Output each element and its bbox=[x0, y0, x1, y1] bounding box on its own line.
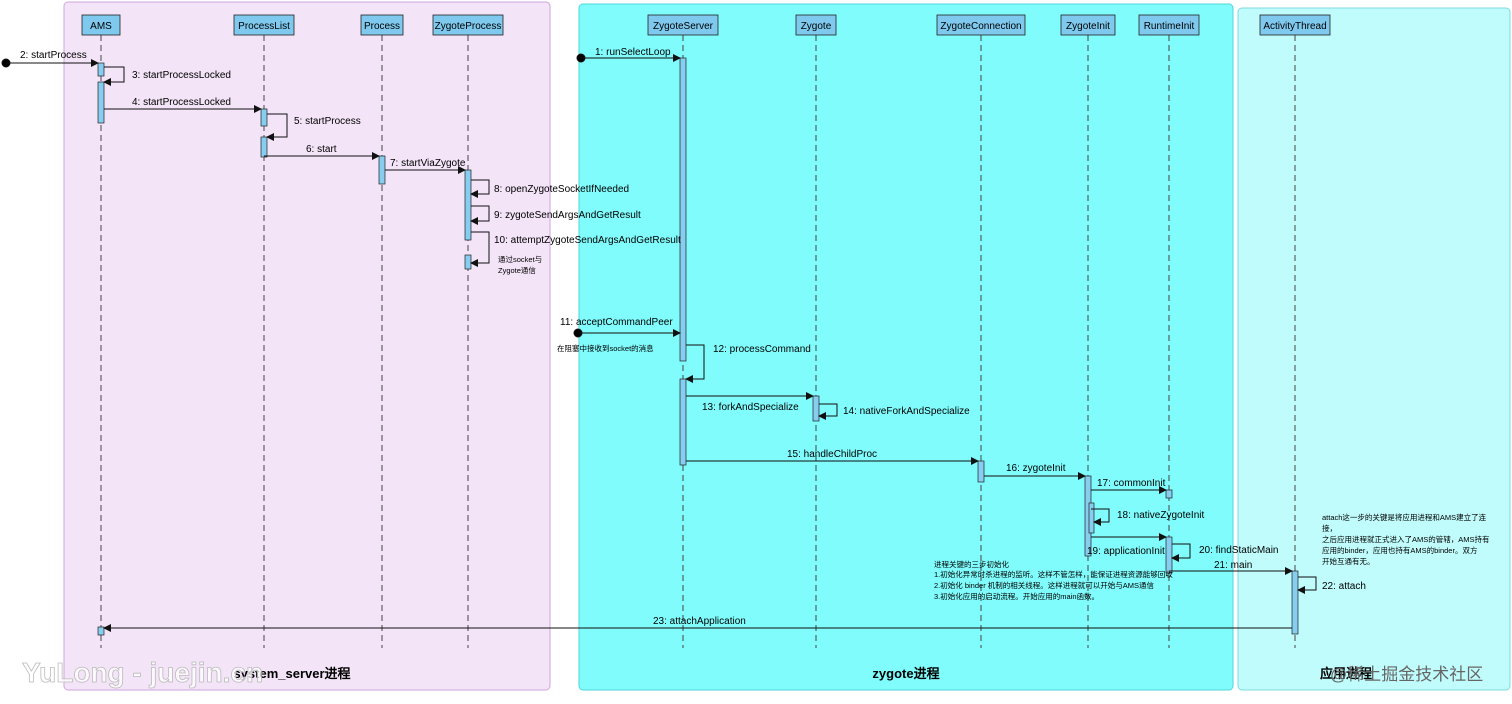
note-socket: 通过socket与 Zygote通信 bbox=[498, 254, 542, 275]
watermark-left: YuLong - juejin.cn bbox=[22, 657, 263, 688]
svg-text:ActivityThread: ActivityThread bbox=[1263, 21, 1326, 32]
svg-text:ZygoteServer: ZygoteServer bbox=[653, 21, 714, 32]
svg-text:3.初始化应用的启动流程。开始应用的main函数。: 3.初始化应用的启动流程。开始应用的main函数。 bbox=[934, 591, 1099, 601]
activation-zygoteprocess-2 bbox=[464, 254, 472, 270]
message-14-label: 14: nativeForkAndSpecialize bbox=[843, 406, 970, 417]
message-5-label: 5: startProcess bbox=[294, 116, 361, 127]
region-label-app: 应用进程 bbox=[1320, 666, 1372, 681]
message-10-label: 10: attemptZygoteSendArgsAndGetResult bbox=[494, 235, 681, 246]
activation-zygote bbox=[812, 395, 820, 422]
head-zygote: Zygote bbox=[795, 14, 837, 36]
message-13-label: 13: forkAndSpecialize bbox=[702, 402, 799, 413]
svg-text:attach这一步的关键是将应用进程和AMS建立了连: attach这一步的关键是将应用进程和AMS建立了连 bbox=[1322, 512, 1487, 522]
svg-text:开始互通有无。: 开始互通有无。 bbox=[1322, 556, 1375, 566]
head-processlist: ProcessList bbox=[233, 14, 295, 36]
message-2-label: 2: startProcess bbox=[20, 50, 87, 61]
region-label-zygote: zygote进程 bbox=[872, 666, 939, 681]
message-7-label: 7: startViaZygote bbox=[390, 158, 466, 169]
head-zygoteprocess: ZygoteProcess bbox=[432, 14, 504, 36]
message-20-arrow bbox=[1171, 543, 1191, 562]
svg-text:1.初始化异常时杀进程的监听。这样不管怎样，能保证进程资源能: 1.初始化异常时杀进程的监听。这样不管怎样，能保证进程资源能够回收 bbox=[934, 569, 1173, 579]
lifeline-heads: AMS ProcessList Process ZygoteProcess Zy… bbox=[81, 14, 1331, 36]
activation-zygoteconnection bbox=[977, 460, 985, 483]
watermark-right: @稀土掘金技术社区 bbox=[1330, 665, 1483, 684]
message-20-label: 20: findStaticMain bbox=[1199, 545, 1279, 556]
message-8-label: 8: openZygoteSocketIfNeeded bbox=[494, 184, 629, 195]
message-3-arrow bbox=[103, 66, 125, 86]
activation-zygoteinit-2 bbox=[1088, 502, 1095, 534]
activations bbox=[97, 57, 1299, 636]
svg-text:Zygote: Zygote bbox=[801, 21, 832, 32]
svg-text:Process: Process bbox=[364, 21, 400, 32]
svg-text:通过socket与: 通过socket与 bbox=[498, 254, 542, 264]
svg-text:ZygoteProcess: ZygoteProcess bbox=[435, 21, 502, 32]
svg-text:进程关键的三步初始化: 进程关键的三步初始化 bbox=[934, 559, 1009, 569]
message-23-label: 23: attachApplication bbox=[653, 616, 746, 627]
svg-text:2.初始化 binder 机制的相关线程。这样进程就可以开始: 2.初始化 binder 机制的相关线程。这样进程就可以开始与AMS通信 bbox=[934, 580, 1155, 590]
message-16-label: 16: zygoteInit bbox=[1006, 463, 1066, 474]
region-label-system-server: system_server进程 bbox=[233, 666, 350, 681]
message-6-label: 6: start bbox=[306, 144, 337, 155]
svg-text:Zygote通信: Zygote通信 bbox=[498, 265, 536, 275]
head-process: Process bbox=[360, 14, 404, 36]
svg-text:ProcessList: ProcessList bbox=[238, 21, 290, 32]
note-attach: attach这一步的关键是将应用进程和AMS建立了连 接， 之后应用进程就正式进… bbox=[1322, 512, 1490, 566]
activation-runtimeinit-1 bbox=[1165, 489, 1173, 499]
message-5-arrow bbox=[266, 113, 288, 141]
svg-text:接，: 接， bbox=[1322, 523, 1337, 533]
message-8-arrow bbox=[470, 179, 490, 198]
message-1-label: 1: runSelectLoop bbox=[595, 47, 671, 58]
message-17-label: 17: commonInit bbox=[1097, 478, 1166, 489]
message-22-label: 22: attach bbox=[1322, 581, 1366, 592]
message-11-label: 11: acceptCommandPeer bbox=[560, 317, 673, 328]
head-zygoteinit: ZygoteInit bbox=[1060, 14, 1116, 36]
message-9-label: 9: zygoteSendArgsAndGetResult bbox=[494, 210, 641, 221]
message-21-label: 21: main bbox=[1214, 560, 1252, 571]
activation-processlist-2 bbox=[260, 136, 268, 158]
region-system-server: system_server进程 bbox=[63, 1, 551, 691]
message-10-arrow bbox=[470, 231, 490, 267]
svg-text:ZygoteConnection: ZygoteConnection bbox=[940, 21, 1021, 32]
message-9-arrow bbox=[470, 205, 490, 225]
message-18-label: 18: nativeZygoteInit bbox=[1117, 510, 1204, 521]
message-3-label: 3: startProcessLocked bbox=[132, 70, 231, 81]
activation-runtimeinit-2 bbox=[1165, 536, 1173, 574]
svg-text:应用的binder，应用也持有AMS的binder。双方: 应用的binder，应用也持有AMS的binder。双方 bbox=[1322, 545, 1478, 555]
message-22-arrow bbox=[1297, 576, 1317, 594]
activation-activitythread bbox=[1291, 570, 1299, 635]
activation-ams-3 bbox=[97, 626, 105, 636]
messages bbox=[1, 53, 1317, 632]
activation-zygoteserver-1 bbox=[679, 57, 687, 362]
message-15-label: 15: handleChildProc bbox=[787, 449, 877, 460]
message-12-label: 12: processCommand bbox=[713, 344, 811, 355]
activation-zygoteserver-2 bbox=[679, 378, 687, 466]
head-activitythread: ActivityThread bbox=[1259, 14, 1331, 36]
activation-processlist-1 bbox=[260, 108, 268, 127]
region-app: 应用进程 bbox=[1237, 7, 1511, 691]
note-accept: 在阻塞中接收到socket的消息 bbox=[557, 343, 654, 353]
head-runtimeinit: RuntimeInit bbox=[1138, 14, 1200, 36]
activation-process bbox=[378, 155, 386, 185]
region-zygote: zygote进程 bbox=[578, 3, 1234, 691]
svg-text:ZygoteInit: ZygoteInit bbox=[1066, 21, 1110, 32]
message-18-arrow bbox=[1091, 508, 1110, 526]
message-14-arrow bbox=[818, 403, 838, 420]
svg-text:RuntimeInit: RuntimeInit bbox=[1144, 21, 1195, 32]
note-zygoteinit: 进程关键的三步初始化 1.初始化异常时杀进程的监听。这样不管怎样，能保证进程资源… bbox=[934, 559, 1173, 601]
svg-text:之后应用进程就正式进入了AMS的管辖，AMS持有: 之后应用进程就正式进入了AMS的管辖，AMS持有 bbox=[1322, 534, 1490, 544]
head-ams: AMS bbox=[81, 14, 121, 36]
activation-zygoteprocess-1 bbox=[464, 169, 472, 241]
activation-ams-1 bbox=[97, 62, 105, 77]
message-12-arrow bbox=[685, 344, 705, 383]
svg-text:AMS: AMS bbox=[90, 21, 112, 32]
svg-text:在阻塞中接收到socket的消息: 在阻塞中接收到socket的消息 bbox=[557, 343, 654, 353]
message-4-label: 4: startProcessLocked bbox=[132, 97, 231, 108]
message-19-label: 19: applicationInit bbox=[1087, 546, 1165, 557]
activation-ams-2 bbox=[97, 81, 105, 124]
head-zygoteserver: ZygoteServer bbox=[647, 14, 719, 36]
head-zygoteconnection: ZygoteConnection bbox=[936, 14, 1026, 36]
message-labels: 1: runSelectLoop 2: startProcess 3: star… bbox=[20, 47, 1366, 627]
